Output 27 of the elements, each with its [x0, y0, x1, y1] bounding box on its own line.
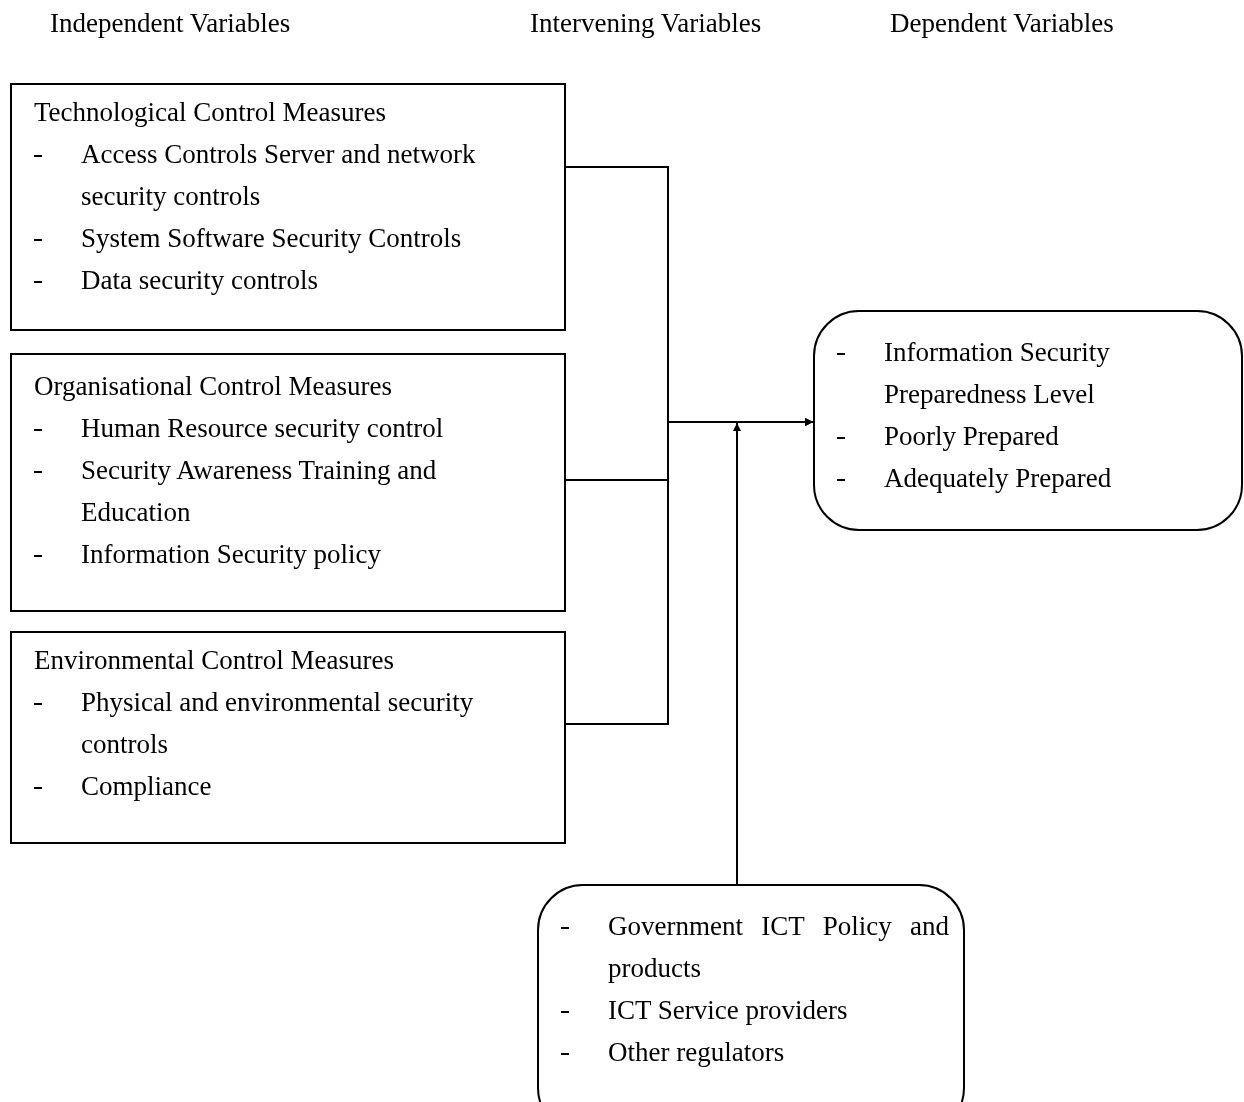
- rounded-box: [813, 310, 1243, 531]
- column-heading: Intervening Variables: [530, 8, 762, 39]
- list-item: Poorly Prepared: [884, 420, 1060, 453]
- list-item: Information Security policy: [81, 538, 382, 571]
- list-item: Compliance: [81, 770, 213, 803]
- list-item: Other regulators: [608, 1036, 786, 1069]
- box-heading: Environmental Control Measures: [34, 644, 395, 677]
- list-item: Access Controls Server and network security controls: [81, 138, 477, 213]
- list-item: Information Security Preparedness Level: [884, 336, 1111, 411]
- process-box: [10, 631, 566, 844]
- connector-arrow: [565, 418, 814, 725]
- process-box: [10, 83, 566, 331]
- connector-arrow: [733, 422, 741, 885]
- list-item: Physical and environmental security controls: [81, 686, 475, 761]
- process-box: [10, 353, 566, 612]
- rounded-box: [537, 884, 965, 1102]
- list-item: Security Awareness Training and Education: [81, 454, 438, 529]
- list-item: System Software Security Controls: [81, 222, 463, 255]
- list-item: ICT Service providers: [608, 994, 849, 1027]
- box-heading: Organisational Control Measures: [34, 370, 393, 403]
- list-item: Data security controls: [81, 264, 319, 297]
- column-heading: Independent Variables: [50, 8, 291, 39]
- list-item: Human Resource security control: [81, 412, 445, 445]
- list-item: Government ICT Policy and products: [608, 910, 949, 985]
- list-item: Adequately Prepared: [884, 462, 1113, 495]
- column-heading: Dependent Variables: [890, 8, 1114, 39]
- box-heading: Technological Control Measures: [34, 96, 387, 129]
